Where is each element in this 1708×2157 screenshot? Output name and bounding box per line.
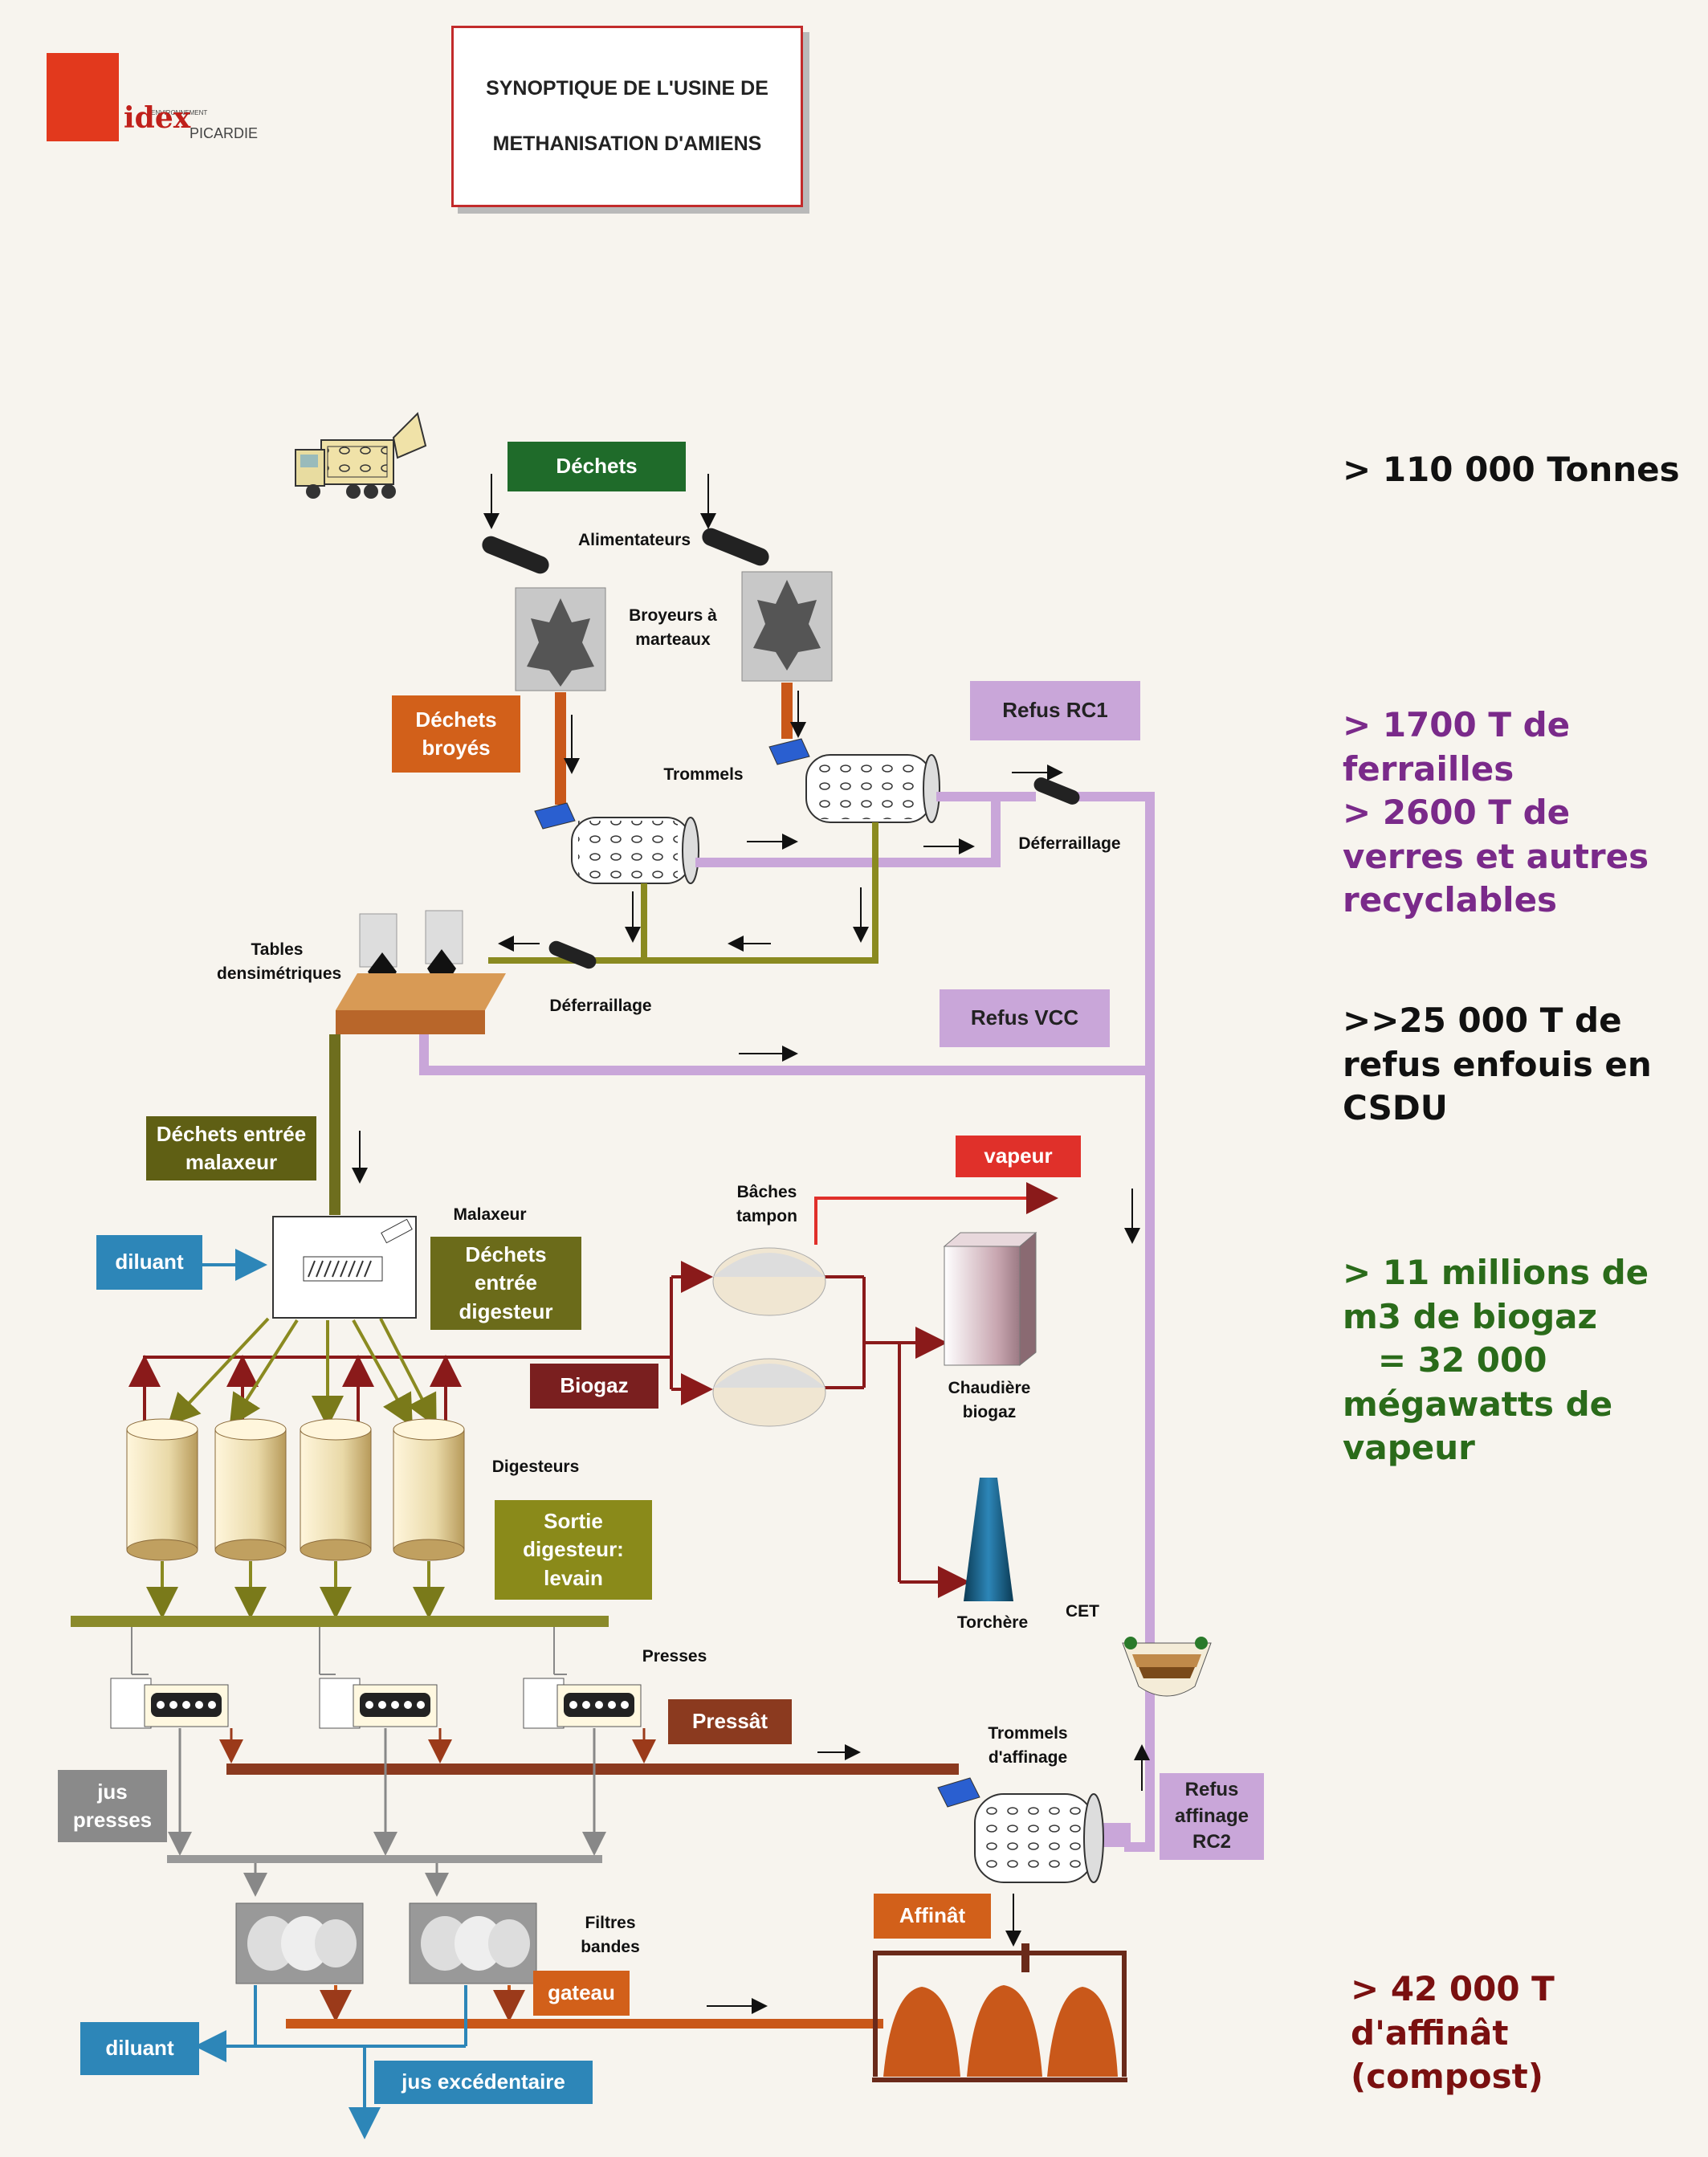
box-refus-affinage: Refus affinage RC2 — [1160, 1773, 1264, 1860]
stat-affinat: > 42 000 T d'affinât (compost) — [1351, 1969, 1567, 2097]
crusher-right-icon — [741, 571, 833, 682]
trommel-right-icon — [768, 738, 940, 823]
density-table-icon — [336, 910, 506, 1034]
belt-filter-2-icon — [409, 1902, 537, 1984]
feeder-right-icon — [702, 528, 769, 566]
box-biogaz: Biogaz — [530, 1364, 658, 1409]
press-1-icon — [110, 1678, 229, 1729]
title-line-2: METHANISATION D'AMIENS — [492, 133, 762, 155]
landfill-icon — [1122, 1637, 1212, 1697]
box-refus-vcc: Refus VCC — [940, 989, 1110, 1047]
box-jus-excedentaire: jus excédentaire — [374, 2061, 593, 2104]
box-refus-rc1: Refus RC1 — [970, 681, 1140, 740]
digester-4-icon — [393, 1418, 465, 1561]
label-deferraillage-left: Déferraillage — [549, 997, 652, 1015]
belt-filter-1-icon — [235, 1902, 364, 1984]
magnet-right-icon — [1033, 777, 1080, 805]
label-broyeurs: Broyeurs à marteaux — [629, 606, 717, 650]
crusher-left-icon — [515, 587, 606, 691]
boiler-icon — [943, 1231, 1037, 1367]
label-digesteurs: Digesteurs — [491, 1458, 580, 1476]
label-deferraillage-right: Déferraillage — [1018, 834, 1121, 853]
box-gateau: gateau — [533, 1971, 630, 2016]
mixer-icon — [272, 1216, 417, 1319]
label-trommels-affinage: Trommels d'affinage — [988, 1724, 1068, 1768]
box-pressat: Pressât — [668, 1699, 792, 1744]
box-dechets-entree-digesteur: Déchets entrée digesteur — [430, 1237, 581, 1330]
compost-hall-icon — [872, 1943, 1127, 2082]
truck-icon — [295, 412, 427, 499]
label-chaudiere: Chaudière biogaz — [948, 1379, 1031, 1422]
digester-2-icon — [214, 1418, 287, 1561]
buffer-tank-top-icon — [712, 1247, 826, 1316]
flare-stack-icon — [964, 1478, 1013, 1601]
label-filtres: Filtres bandes — [581, 1914, 640, 1957]
refining-trommel-icon — [937, 1777, 1104, 1883]
logo-env-text: ENVIRONNEMENT — [151, 109, 208, 116]
company-logo: ENVIRONNEMENT idex PICARDIE — [47, 53, 263, 149]
title-line-1: SYNOPTIQUE DE L'USINE DE — [486, 77, 768, 100]
box-dechets-broyes: Déchets broyés — [392, 695, 520, 773]
label-cet: CET — [1066, 1602, 1099, 1621]
label-alimentateurs: Alimentateurs — [577, 531, 691, 549]
buffer-tank-bottom-icon — [712, 1358, 826, 1427]
label-trommels: Trommels — [663, 765, 744, 784]
logo-mark-icon — [47, 53, 119, 141]
trommel-left-icon — [534, 802, 699, 884]
feeder-left-icon — [482, 536, 549, 574]
logo-brand: idex — [124, 101, 191, 135]
press-2-icon — [319, 1678, 438, 1729]
box-jus-presses: jus presses — [58, 1770, 167, 1842]
digester-1-icon — [126, 1418, 198, 1561]
stat-tonnes: > 110 000 Tonnes — [1343, 450, 1680, 489]
label-torchere: Torchère — [956, 1613, 1029, 1632]
press-3-icon — [523, 1678, 642, 1729]
logo-region: PICARDIE — [190, 125, 259, 141]
label-presses: Presses — [642, 1647, 707, 1666]
magnet-left-icon — [548, 940, 597, 969]
box-dechets-entree-malaxeur: Déchets entrée malaxeur — [146, 1116, 316, 1180]
stat-refus-csdu: >>25 000 T de refus enfouis en CSDU — [1343, 1001, 1664, 1128]
label-baches: Bâches tampon — [736, 1183, 797, 1226]
box-sortie-digesteur: Sortie digesteur: levain — [495, 1500, 652, 1600]
title-box: SYNOPTIQUE DE L'USINE DE METHANISATION D… — [451, 26, 803, 207]
label-tables: Tables densimétriques — [217, 940, 342, 984]
stat-recyclables: > 1700 T de ferrailles > 2600 T de verre… — [1343, 705, 1649, 920]
digester-3-icon — [300, 1418, 372, 1561]
box-diluant-top: diluant — [96, 1235, 202, 1290]
label-malaxeur: Malaxeur — [453, 1205, 527, 1224]
box-dechets: Déchets — [508, 442, 686, 491]
box-vapeur: vapeur — [956, 1136, 1081, 1177]
stat-biogaz: > 11 millions de m3 de biogaz = 32 000 m… — [1343, 1253, 1649, 1468]
box-diluant-bottom: diluant — [80, 2022, 199, 2075]
box-affinat: Affinât — [874, 1894, 991, 1939]
